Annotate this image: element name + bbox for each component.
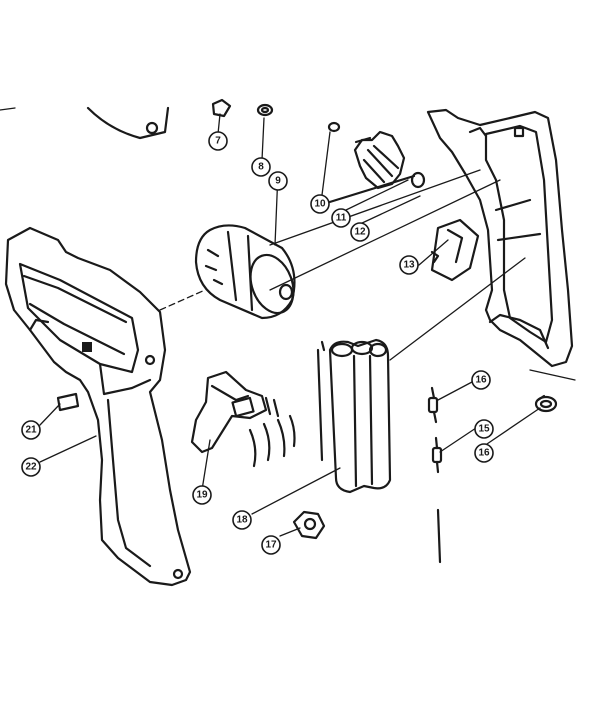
svg-text:16: 16 [478,448,490,459]
housing-fragment-top [86,106,170,140]
callout-9: 9 [268,171,288,191]
callout-21: 21 [21,420,41,440]
part-16-end-cap [534,394,558,413]
assembly-guide-lines [0,107,576,381]
part-rod [436,508,442,564]
svg-text:8: 8 [258,162,264,173]
part-9-motor [194,224,296,320]
leader-lines [39,113,541,537]
part-16-fuse [427,386,439,424]
callout-18: 18 [232,510,252,530]
part-21-plate [56,392,80,412]
part-13-switch [430,218,480,282]
callout-7: 7 [208,131,228,151]
callout-11: 11 [331,208,351,228]
part-18-battery-pack [328,338,392,494]
svg-text:19: 19 [196,490,208,501]
callout-15: 15 [474,419,494,439]
svg-text:11: 11 [336,213,347,224]
svg-text:9: 9 [275,176,281,187]
part-8-bushing [256,103,274,117]
callout-17: 17 [261,535,281,555]
callout-22: 22 [21,457,41,477]
callout-16-bottom: 16 [474,443,494,463]
callout-10: 10 [310,194,330,214]
callout-16-top: 16 [471,370,491,390]
connector-wire [316,340,326,462]
part-10-gear-assembly [327,121,406,190]
part-11-shaft [318,171,426,207]
part-19-trigger [190,370,296,468]
part-15-fuse [431,436,443,474]
svg-text:13: 13 [403,260,415,271]
callout-8: 8 [251,157,271,177]
svg-text:21: 21 [25,425,37,436]
svg-text:16: 16 [475,375,487,386]
housing-left-half [4,226,192,587]
svg-text:18: 18 [236,515,248,526]
svg-text:10: 10 [314,199,326,210]
svg-text:17: 17 [265,540,277,551]
part-7-screw [211,98,232,118]
svg-text:22: 22 [25,462,37,473]
svg-text:12: 12 [354,227,366,238]
svg-text:15: 15 [478,424,490,435]
callout-19: 19 [192,485,212,505]
callout-12: 12 [350,222,370,242]
callout-13: 13 [399,255,419,275]
housing-right-half [426,108,574,368]
part-17-terminal [292,510,326,540]
svg-text:7: 7 [215,136,221,147]
